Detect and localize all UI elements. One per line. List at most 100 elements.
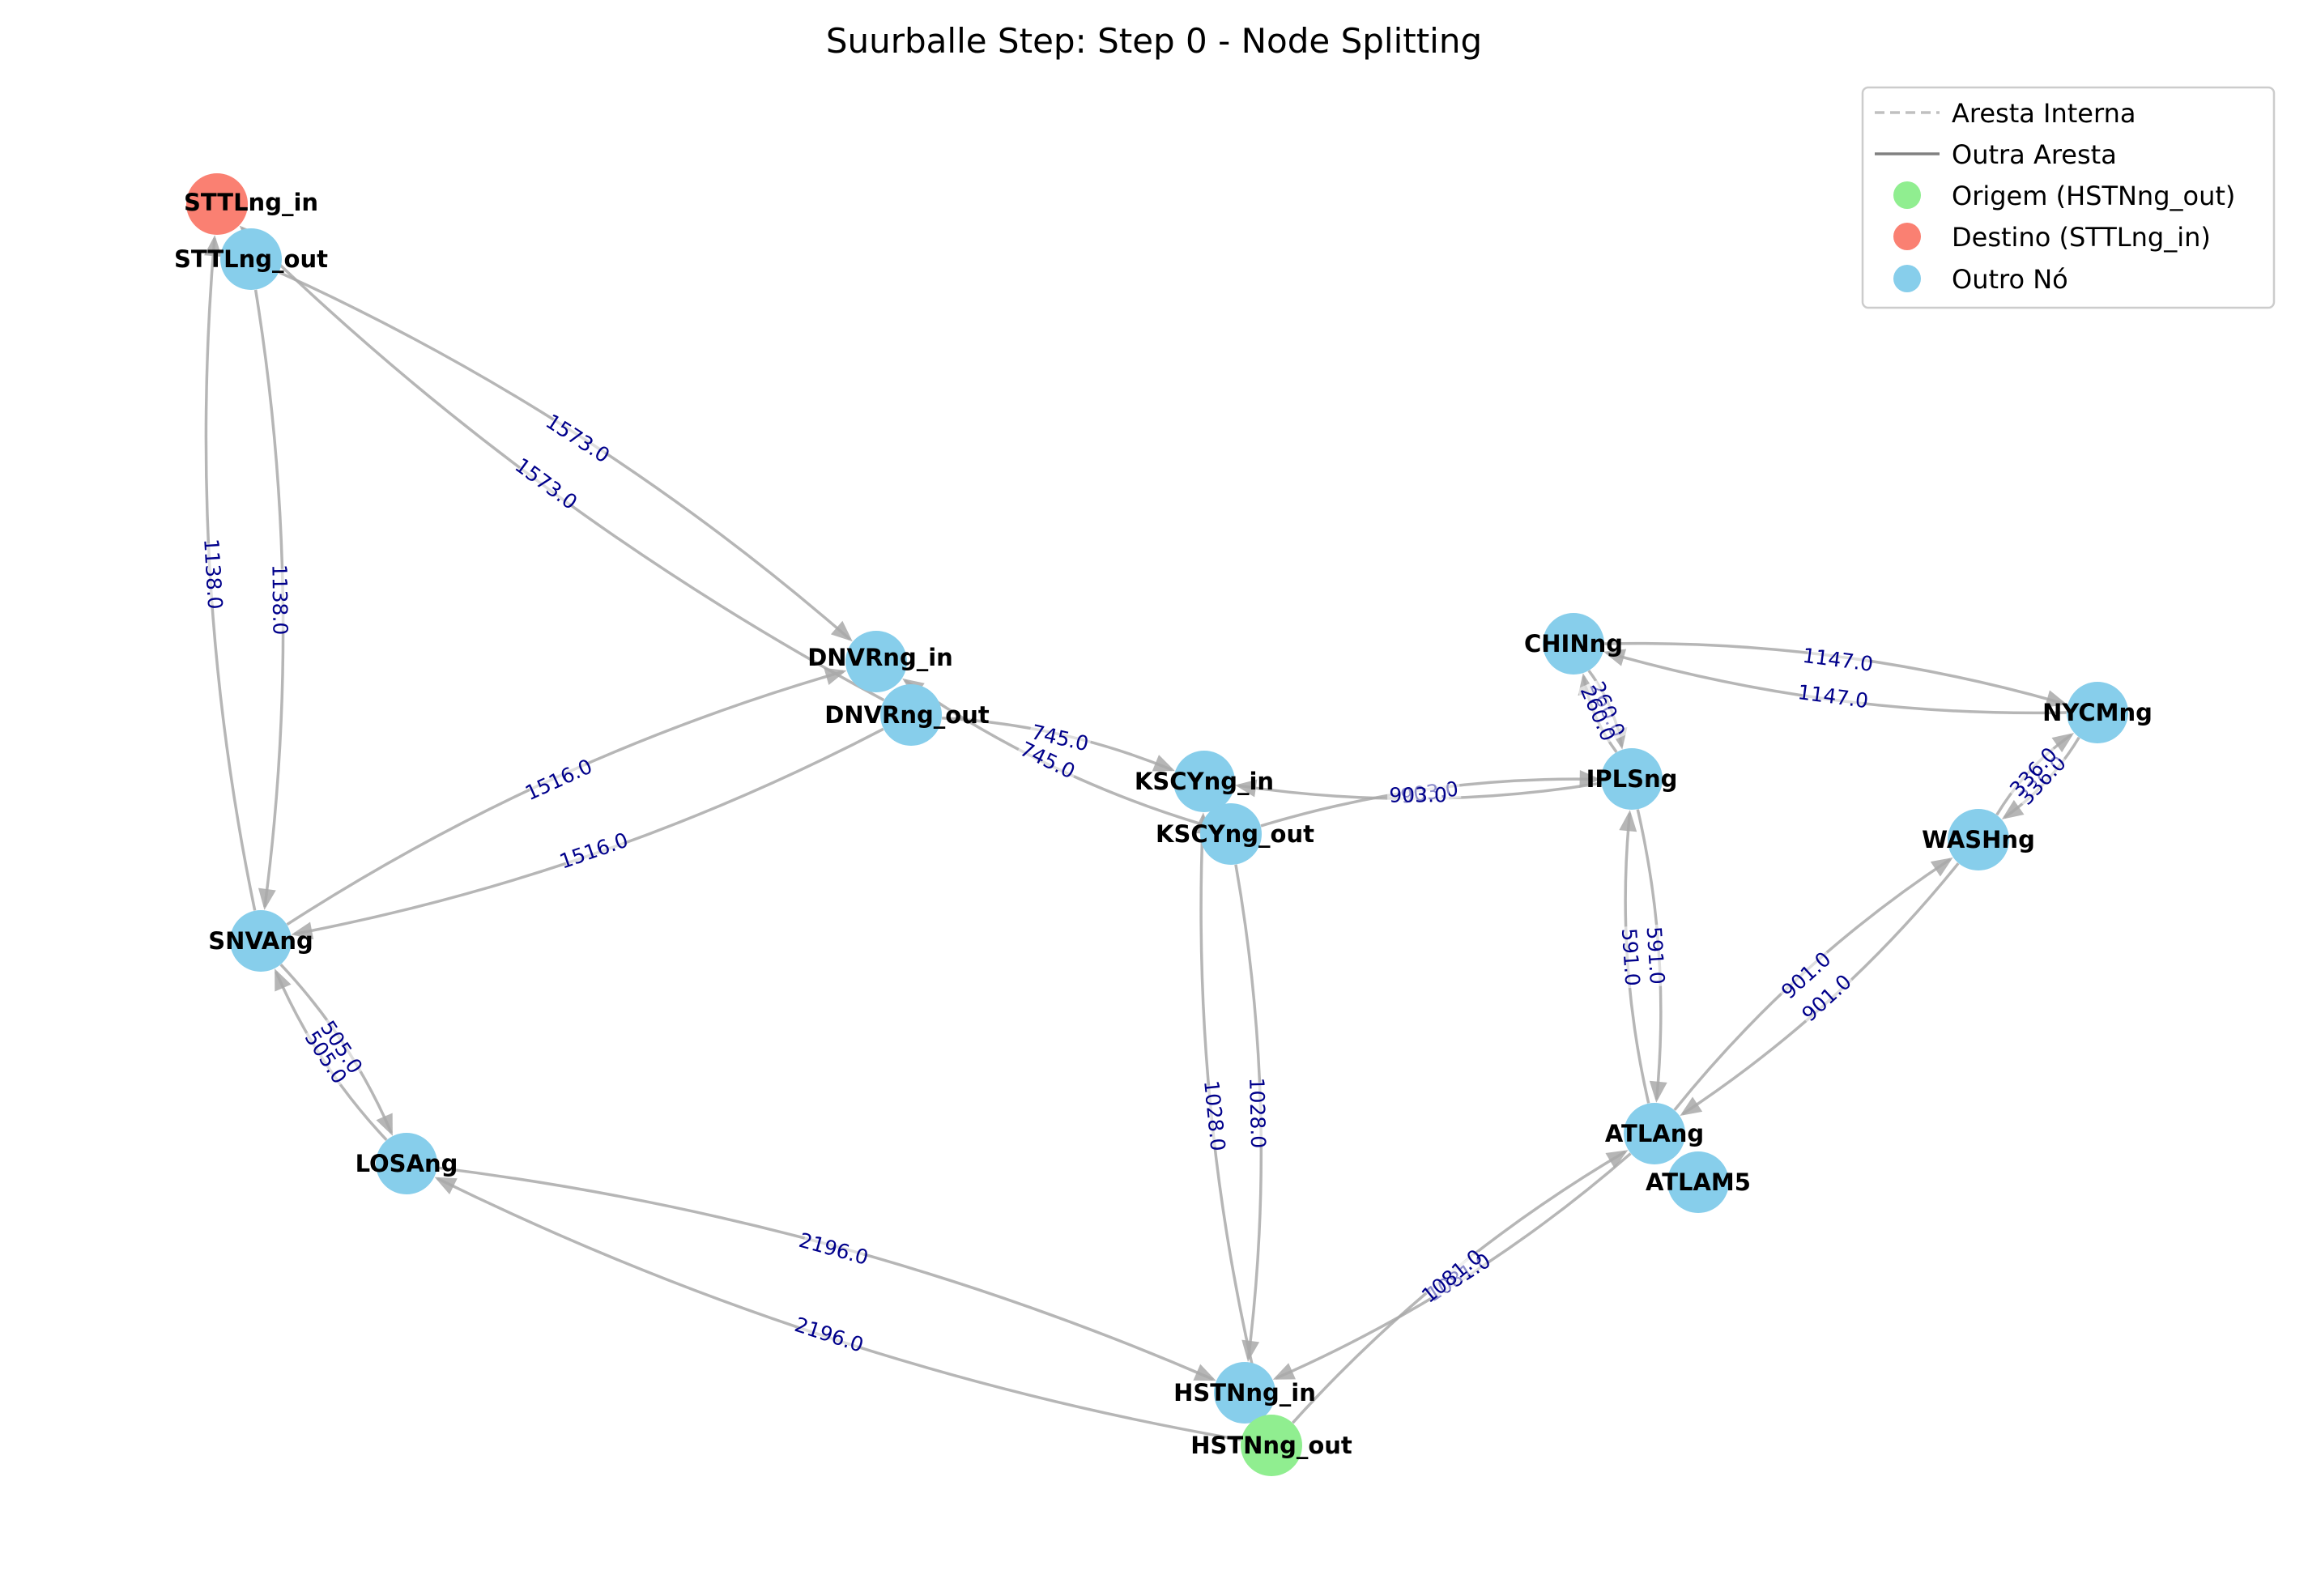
node-circle-DNVRng_in: [845, 631, 907, 692]
edge-label-bg-10: [1246, 1082, 1270, 1144]
edge-label-group-0: 1573.0: [542, 410, 614, 468]
edge-label-bg-21: [1796, 968, 1856, 1026]
node-label-HSTNng_in: HSTNng_in: [1173, 1379, 1316, 1407]
arrowhead-SNVAng-to-STTLng_in: [204, 235, 222, 257]
edge-label-bg-1: [515, 456, 578, 510]
node-circle-LOSAng: [376, 1133, 437, 1194]
edge-label-group-22: 1147.0: [1801, 644, 1875, 676]
node-CHINng: CHINng: [1524, 613, 1623, 675]
arrowhead-ATLAng-to-HSTNng_in: [1272, 1363, 1296, 1380]
arrowhead-KSCYng_out-to-IPLSng: [1579, 769, 1601, 788]
edge-weight-label: 1147.0: [1801, 644, 1875, 676]
arrowhead-STTLng_out-to-DNVRng_in: [830, 620, 853, 642]
node-label-KSCYng_in: KSCYng_in: [1135, 768, 1274, 795]
node-DNVRng_in: DNVRng_in: [807, 631, 953, 692]
edge-label-bg-3: [201, 543, 227, 606]
arrowhead-DNVRng_out-to-SNVAng: [291, 921, 314, 940]
arrowhead-HSTNng_out-to-LOSAng: [434, 1177, 458, 1194]
node-circle-KSCYng_in: [1173, 751, 1235, 812]
edge-label-bg-5: [526, 756, 591, 802]
node-ATLAM5: ATLAM5: [1646, 1151, 1751, 1213]
node-ATLAng: ATLAng: [1605, 1103, 1704, 1164]
legend-label-origin: Origem (HSTNng_out): [1952, 181, 2235, 211]
edge-label-bg-4: [560, 829, 627, 870]
edge-label-group-2: 1138.0: [267, 564, 292, 636]
node-IPLSng: IPLSng: [1586, 748, 1678, 810]
node-KSCYng_in: KSCYng_in: [1135, 751, 1274, 812]
edge-label-bg-14: [801, 1229, 867, 1266]
edge-weight-label: 2196.0: [796, 1228, 871, 1270]
node-STTLng_out: STTLng_out: [174, 228, 328, 290]
legend-label-other-edge: Outra Aresta: [1952, 139, 2117, 170]
edge-weight-label: 1028.0: [1245, 1077, 1270, 1148]
node-label-NYCMng: NYCMng: [2042, 699, 2153, 726]
edge-label-bg-7: [1016, 736, 1080, 783]
arrowhead-NYCMng-to-CHINng: [1603, 649, 1627, 666]
node-circle-STTLng_in: [186, 173, 248, 235]
arrowhead-ATLAng-to-IPLSng: [1619, 810, 1637, 832]
edge-label-group-3: 1138.0: [199, 538, 227, 610]
legend-label-destination: Destino (STTLng_in): [1952, 222, 2211, 253]
arrowhead-NYCMng-to-WASHng: [2001, 799, 2025, 819]
node-label-ATLAng: ATLAng: [1605, 1120, 1704, 1147]
edge-HSTNng_out-to-LOSAng: [436, 1177, 1241, 1441]
edge-weight-label: 1028.0: [1199, 1079, 1230, 1152]
edge-weight-label: 1147.0: [1796, 680, 1870, 713]
arrowhead-WASHng-to-NYCMng: [2051, 733, 2075, 753]
node-SNVAng: SNVAng: [208, 910, 313, 972]
edge-weight-label: 1138.0: [199, 538, 227, 610]
node-circle-SNVAng: [230, 910, 292, 972]
edge-weight-label: 1573.0: [511, 453, 582, 514]
edge-weight-label: 591.0: [1642, 926, 1670, 985]
legend-label-other-node: Outro Nó: [1952, 264, 2068, 295]
edge-weight-label: 903.0: [1389, 783, 1447, 807]
edge-LOSAng-to-HSTNng_in: [436, 1166, 1214, 1381]
edge-label-group-15: 2196.0: [792, 1313, 867, 1357]
edge-labels-layer: 1573.01573.01138.01138.01516.01516.0745.…: [199, 410, 2071, 1357]
edge-label-bg-18: [1643, 924, 1669, 987]
arrowhead-HSTNng_out-to-ATLAng: [1605, 1150, 1629, 1168]
node-circle-HSTNng_out: [1241, 1415, 1302, 1476]
arrowhead-CHINng-to-NYCMng: [2044, 690, 2067, 708]
chart-title: Suurballe Step: Step 0 - Node Splitting: [826, 21, 1482, 61]
node-label-LOSAng: LOSAng: [356, 1150, 458, 1177]
legend-swatch-other-node: [1893, 265, 1921, 292]
node-circle-HSTNng_in: [1214, 1362, 1275, 1424]
node-STTLng_in: STTLng_in: [184, 173, 318, 235]
edge-DNVRng_out-to-SNVAng: [294, 727, 884, 936]
node-circle-DNVRng_out: [880, 684, 942, 746]
edge-label-bg-25: [1577, 680, 1621, 746]
edge-label-bg-23: [1801, 681, 1866, 710]
edge-SNVAng-to-DNVRng_in: [286, 670, 844, 926]
node-label-IPLSng: IPLSng: [1586, 765, 1678, 793]
legend-box: [1861, 86, 2276, 309]
node-circle-STTLng_out: [220, 228, 282, 290]
edge-label-bg-2: [269, 568, 292, 631]
node-WASHng: WASHng: [1922, 809, 2035, 870]
node-label-CHINng: CHINng: [1524, 630, 1623, 658]
node-label-STTLng_in: STTLng_in: [184, 189, 318, 216]
edge-weight-label: 1516.0: [556, 828, 631, 874]
node-KSCYng_out: KSCYng_out: [1156, 803, 1314, 865]
arrowhead-KSCYng_out-to-HSTNng_in: [1241, 1339, 1260, 1362]
arrowhead-WASHng-to-ATLAng: [1680, 1096, 1703, 1116]
arrowhead-LOSAng-to-HSTNng_in: [1193, 1364, 1216, 1381]
legend-label-internal: Aresta Interna: [1952, 98, 2136, 129]
edge-label-bg-0: [546, 412, 610, 464]
arrowhead-IPLSng-to-KSCYng_in: [1235, 779, 1258, 798]
node-label-WASHng: WASHng: [1922, 826, 2035, 853]
edge-label-bg-13: [300, 1025, 352, 1089]
node-HSTNng_in: HSTNng_in: [1173, 1362, 1316, 1424]
arrowhead-LOSAng-to-SNVAng: [275, 968, 292, 992]
edge-label-bg-15: [796, 1314, 862, 1354]
edge-label-bg-27: [2004, 742, 2062, 802]
node-circle-ATLAM5: [1667, 1151, 1729, 1213]
edge-label-bg-12: [316, 1015, 368, 1079]
edge-label-bg-17: [1420, 1248, 1483, 1304]
edge-weight-label: 2196.0: [792, 1313, 867, 1357]
node-label-HSTNng_out: HSTNng_out: [1190, 1432, 1352, 1459]
edge-label-group-10: 1028.0: [1245, 1077, 1270, 1148]
edge-label-group-18: 591.0: [1642, 924, 1669, 987]
edge-weight-label: 1138.0: [267, 564, 292, 636]
arrowhead-IPLSng-to-ATLAng: [1649, 1080, 1667, 1103]
